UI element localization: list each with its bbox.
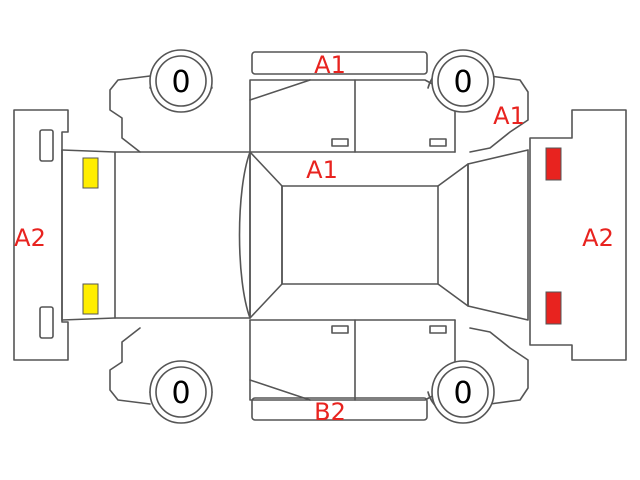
rear-bumper: [529, 109, 627, 361]
car-top-view: [61, 149, 529, 321]
tire-front-left-value: 0: [171, 65, 190, 100]
label-rear-bumper: A2: [582, 224, 614, 252]
tire-rear-right-value: 0: [453, 376, 472, 411]
front-bumper: [13, 109, 69, 361]
tire-rear-left: 0: [431, 49, 495, 113]
rear-left-light: [545, 147, 562, 181]
front-left-light: [82, 157, 99, 189]
lights: [82, 147, 562, 325]
rear-right-light: [545, 291, 562, 325]
tire-front-right: 0: [149, 360, 213, 424]
tire-front-right-value: 0: [171, 376, 190, 411]
label-front-bumper: A2: [14, 224, 46, 252]
label-rear-right-quarter: A1: [493, 102, 525, 130]
label-top-panel: A1: [314, 51, 346, 79]
tire-rear-left-value: 0: [453, 65, 472, 100]
label-roof: A1: [306, 156, 338, 184]
front-right-light: [82, 283, 99, 315]
tire-rear-right: 0: [431, 360, 495, 424]
label-bottom-panel: B2: [314, 398, 346, 426]
tire-front-left: 0: [149, 49, 213, 113]
